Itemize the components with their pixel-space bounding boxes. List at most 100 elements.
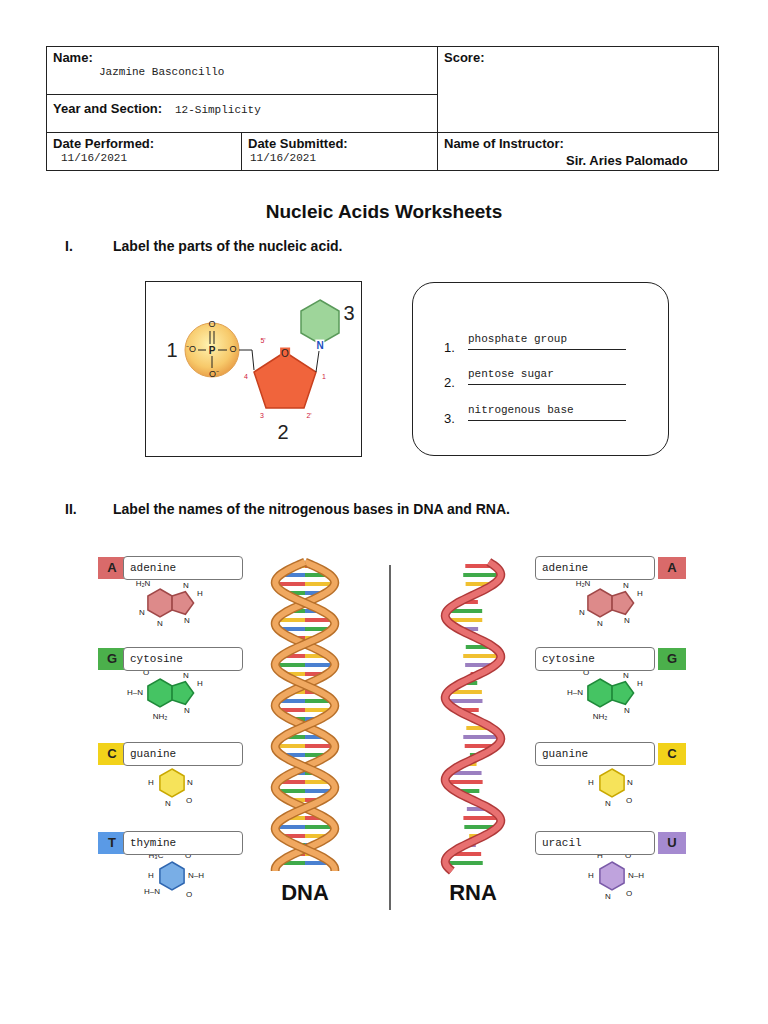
base-name-box: uracil	[535, 831, 655, 855]
base-letter: G	[98, 651, 126, 667]
atom-label: H–N	[144, 888, 160, 897]
field-value: Jazmine Basconcillo	[99, 66, 224, 78]
dna-strand	[275, 562, 335, 871]
base-name-box: adenine	[535, 556, 655, 580]
atom-label: H₂N	[576, 580, 591, 589]
dna-strand-outline	[275, 562, 335, 871]
field-label: Name:	[53, 50, 93, 65]
atom-label: H–N	[127, 689, 143, 698]
atom-label: N	[624, 707, 630, 716]
rna-strand-outline	[445, 562, 501, 871]
field-value: guanine	[542, 747, 588, 761]
base-pentagon	[612, 592, 634, 615]
figure-frame	[146, 282, 362, 457]
field-value: adenine	[130, 561, 176, 575]
atom-label: N–H	[628, 872, 644, 881]
field-value: cytosine	[130, 652, 183, 666]
instructor-cell: Name of Instructor:Sir. Aries Palomado	[437, 132, 719, 171]
base-hexagon	[600, 769, 624, 797]
base-name-box: adenine	[123, 556, 243, 580]
atom-label: H	[197, 680, 203, 689]
base-hexagon	[588, 679, 612, 707]
base-letter-tag: C	[98, 743, 126, 765]
phosphate-circle	[185, 323, 239, 377]
section-number: I.	[65, 239, 73, 254]
base-ring	[301, 300, 339, 344]
date-cell: Date Performed:11/16/2021	[46, 132, 242, 171]
base-letter-tag: A	[658, 557, 686, 579]
instruction-text: Label the parts of the nucleic acid.	[113, 239, 343, 254]
atom-label: O	[186, 891, 192, 900]
base-pentagon	[172, 592, 194, 615]
callout-number: 2	[277, 421, 288, 443]
base-letter-tag: G	[98, 648, 126, 670]
field-value: 11/16/2021	[61, 152, 127, 164]
item-number: 2.	[444, 375, 455, 390]
atom-label: O	[626, 797, 632, 806]
field-label: Score:	[444, 50, 484, 65]
base-hexagon	[588, 589, 612, 617]
atom-label: O	[229, 345, 236, 355]
phosphate-bonds	[198, 331, 254, 370]
atom-label: N	[139, 609, 145, 618]
atom-label: N	[623, 672, 629, 681]
atom-label: NH₂	[153, 713, 168, 722]
field-value: adenine	[542, 561, 588, 575]
base-letter-tag: A	[98, 557, 126, 579]
atom-label: O	[208, 320, 215, 330]
dna-strand-outline	[275, 562, 335, 871]
base-letter: A	[658, 560, 686, 576]
base-hexagon	[148, 679, 172, 707]
atom-label: N	[187, 779, 193, 788]
base-letter: C	[658, 746, 686, 762]
item-number: 3.	[444, 411, 455, 426]
atom-label: N	[183, 582, 189, 591]
field-label: Date Performed:	[53, 136, 154, 151]
atom-label: N	[623, 582, 629, 591]
atom-label: N	[627, 779, 633, 788]
atom-label: 5'	[260, 337, 265, 345]
field-value: uracil	[542, 836, 582, 850]
atom-label: N	[184, 617, 190, 626]
helix-caption: DNA	[281, 881, 329, 905]
atom-label: H	[588, 872, 594, 881]
atom-label: H	[148, 872, 154, 881]
field-value: Sir. Aries Palomado	[566, 153, 688, 168]
instruction-text: Label the names of the nitrogenous bases…	[113, 502, 510, 517]
section-cell: Year and Section:12-Simplicity	[46, 94, 438, 133]
base-letter-tag: G	[658, 648, 686, 670]
pentose-ring	[254, 352, 316, 408]
name-cell: Name: Jazmine Basconcillo	[46, 46, 438, 95]
base-letter: C	[98, 746, 126, 762]
base-letter-tag: U	[658, 832, 686, 854]
atom-label: O	[186, 797, 192, 806]
glycosidic-bond	[316, 351, 319, 372]
base-letter: G	[658, 651, 686, 667]
atom-label: N–H	[188, 872, 204, 881]
base-hexagon	[160, 769, 184, 797]
atom-label: 3	[260, 412, 264, 420]
atom-label: N	[157, 620, 163, 629]
atom-label: 1	[322, 373, 326, 381]
atom-label: H	[637, 590, 643, 599]
base-pentagon	[172, 682, 194, 705]
atom-label: N	[605, 800, 611, 809]
atom-label: H	[197, 590, 203, 599]
atom-label: H–N	[567, 689, 583, 698]
date-cell: Date Submitted:11/16/2021	[241, 132, 438, 171]
base-letter: A	[98, 560, 126, 576]
answer-text: pentose sugar	[468, 368, 626, 385]
base-letter-tag: T	[98, 832, 126, 854]
base-pentagon	[612, 682, 634, 705]
answer-text: nitrogenous base	[468, 404, 626, 421]
base-hexagon	[148, 589, 172, 617]
atom-label: NH₂	[593, 713, 608, 722]
atom-label: N	[184, 707, 190, 716]
atom-label: N	[315, 340, 324, 351]
dna-strand	[275, 562, 335, 871]
field-label: Name of Instructor:	[444, 136, 564, 151]
rna-strand	[445, 562, 501, 871]
atom-label: O	[280, 348, 290, 359]
atom-label: 2'	[306, 412, 311, 420]
atom-label: N	[165, 800, 171, 809]
